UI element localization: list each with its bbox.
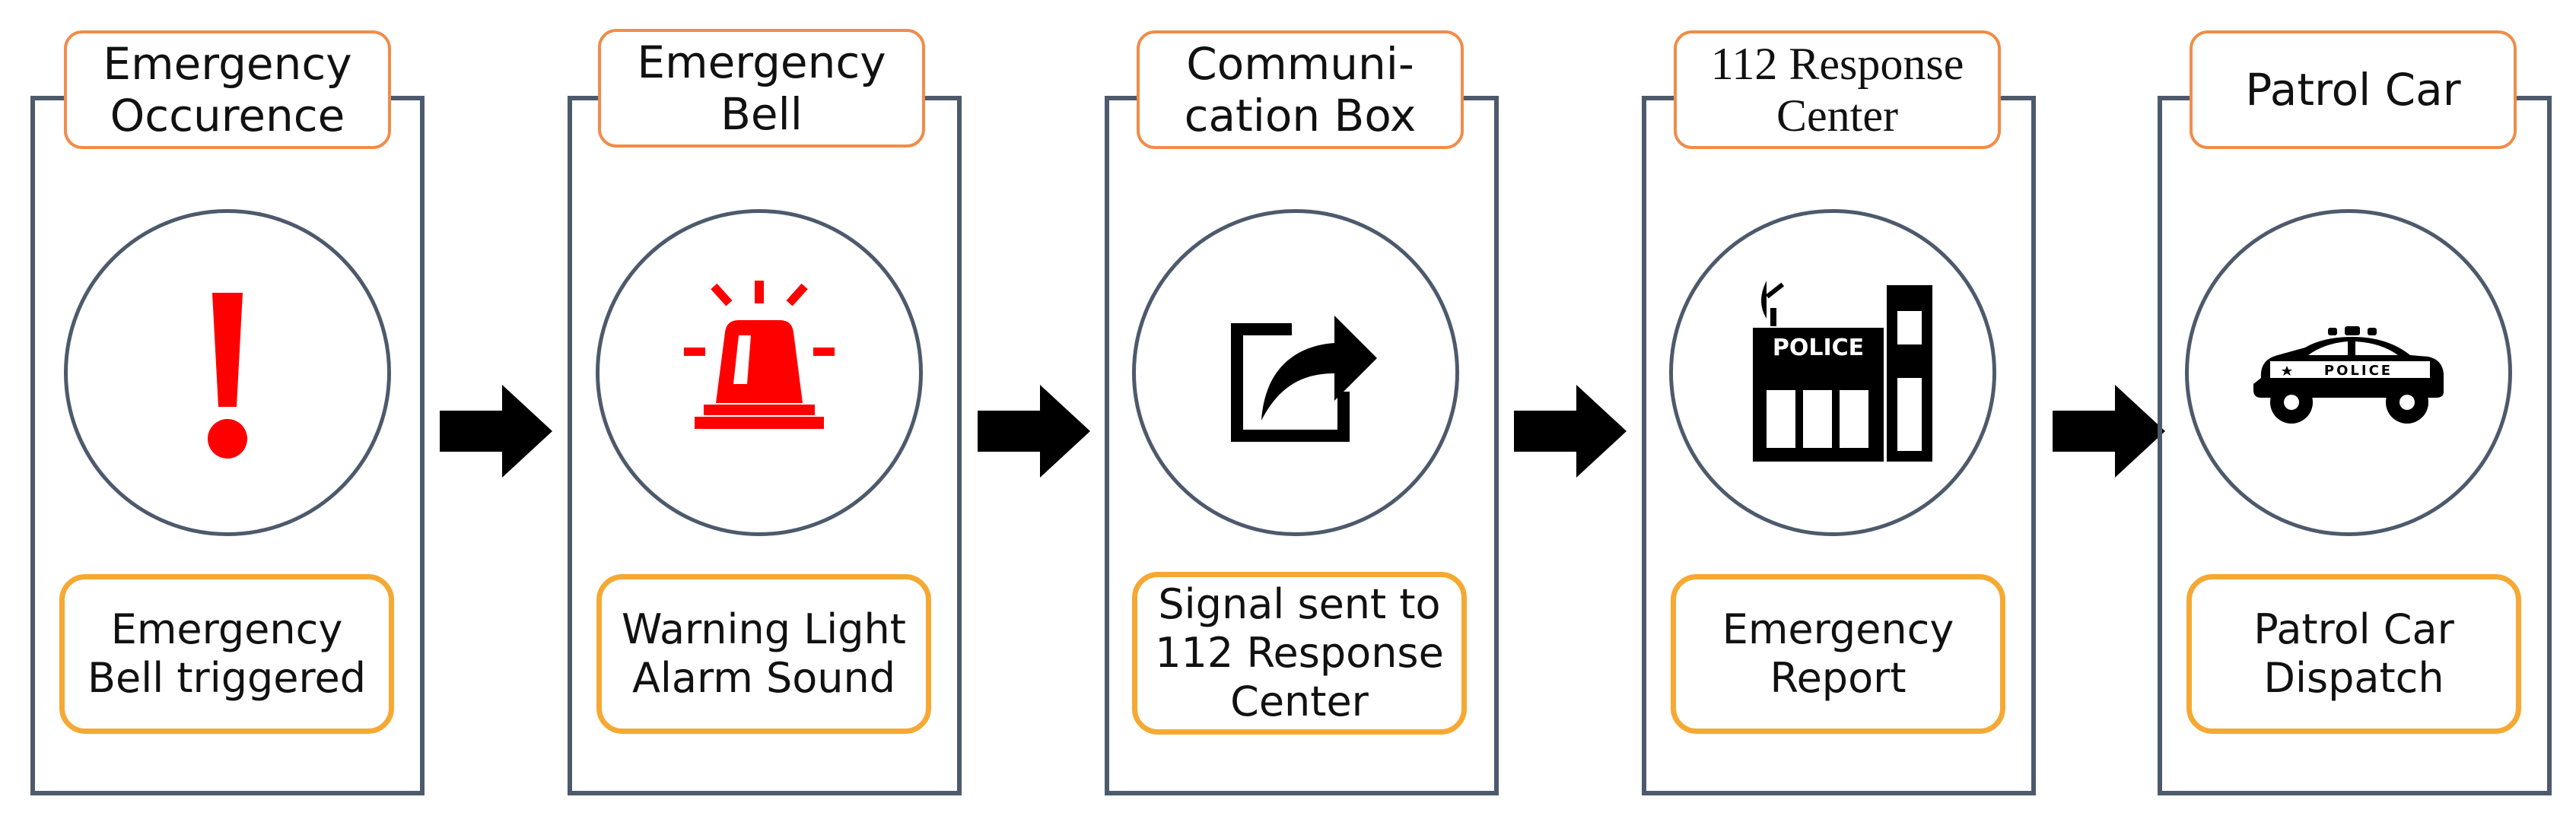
step-title: Emergency Occurence — [64, 30, 391, 149]
police-station-icon: POLICE — [1753, 281, 1932, 462]
police-car-icon: POLICE — [2253, 326, 2444, 424]
step-icon-circle: POLICE — [2185, 209, 2512, 536]
exclamation-icon — [208, 293, 247, 459]
siren-light-icon — [684, 281, 835, 429]
police-sign: POLICE — [2324, 363, 2393, 379]
flow-arrow-right-icon — [978, 385, 1090, 478]
step-description: Warning Light Alarm Sound — [596, 574, 931, 734]
step-icon-circle: POLICE — [1669, 209, 1996, 536]
step-description: Patrol Car Dispatch — [2186, 574, 2521, 734]
step-title: Emergency Bell — [598, 29, 925, 148]
flow-arrow-right-icon — [440, 385, 552, 478]
police-sign: POLICE — [1773, 335, 1864, 361]
step-title: Communi- cation Box — [1137, 30, 1464, 149]
step-icon-circle — [596, 209, 923, 536]
step-description: Signal sent to 112 Response Center — [1132, 572, 1467, 735]
flow-arrow-right-icon — [1514, 385, 1627, 478]
step-icon-circle — [64, 209, 391, 536]
flow-arrow-right-icon — [2053, 385, 2165, 478]
step-title: Patrol Car — [2190, 30, 2517, 149]
step-description: Emergency Report — [1671, 574, 2005, 734]
step-icon-circle — [1132, 209, 1459, 536]
step-title: 112 Response Center — [1674, 30, 2001, 149]
step-description: Emergency Bell triggered — [59, 574, 394, 734]
share-arrow-icon — [1231, 316, 1377, 442]
